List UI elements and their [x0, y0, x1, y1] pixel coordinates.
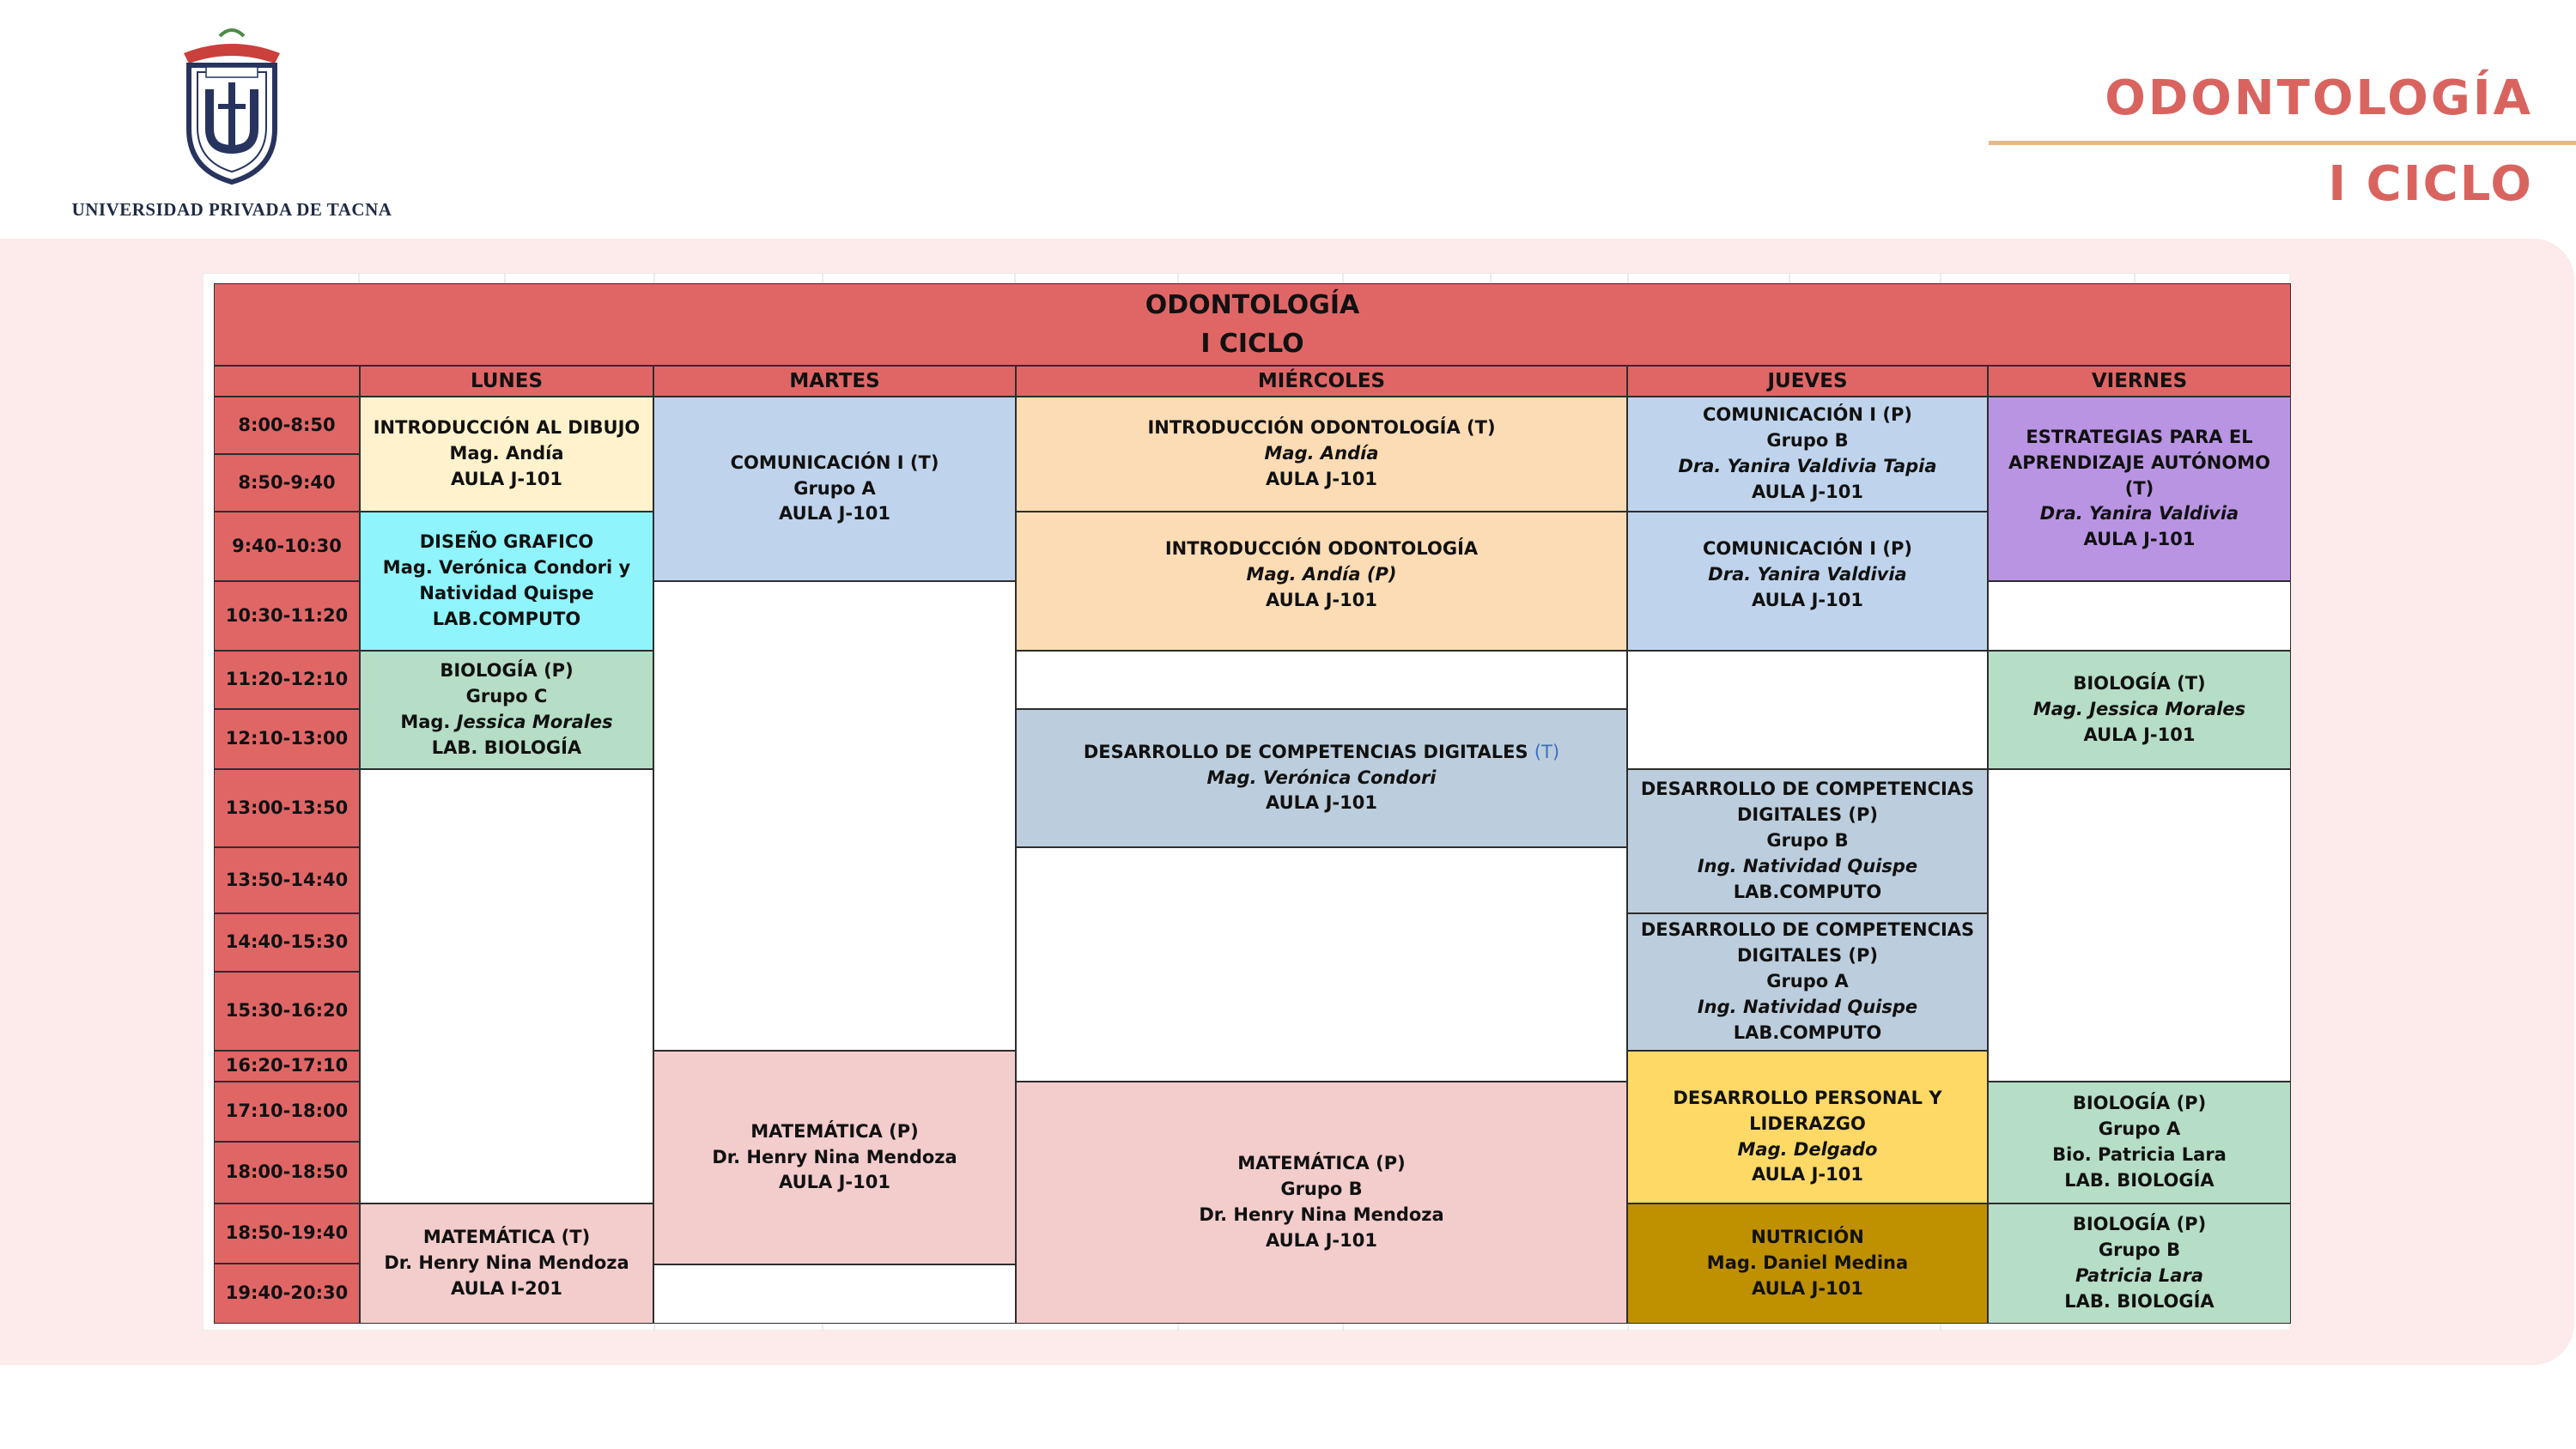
time-slot: 10:30-11:20 — [214, 581, 360, 651]
empty-slot — [653, 581, 1016, 1051]
time-slot: 11:20-12:10 — [214, 651, 360, 709]
time-slot: 13:50-14:40 — [214, 847, 360, 913]
class-block-comunicacion-t[interactable]: COMUNICACIÓN I (T) Grupo A AULA J-101 — [653, 397, 1016, 581]
header-cycle: I CICLO — [2328, 156, 2533, 212]
class-block-competencias-digitales-p-b[interactable]: DESARROLLO DE COMPETENCIAS DIGITALES (P)… — [1627, 769, 1988, 913]
time-slot: 18:50-19:40 — [214, 1203, 360, 1264]
class-block-nutricion[interactable]: NUTRICIÓN Mag. Daniel Medina AULA J-101 — [1627, 1203, 1988, 1324]
day-header-viernes: VIERNES — [1988, 366, 2291, 397]
time-slot: 13:00-13:50 — [214, 769, 360, 847]
time-slot: 9:40-10:30 — [214, 512, 360, 581]
class-block-competencias-digitales-p-a[interactable]: DESARROLLO DE COMPETENCIAS DIGITALES (P)… — [1627, 913, 1988, 1051]
header-title: ODONTOLOGÍA — [2105, 70, 2533, 126]
university-name: UNIVERSIDAD PRIVADA DE TACNA — [71, 199, 392, 220]
class-block-diseno-grafico[interactable]: DISEÑO GRAFICO Mag. Verónica Condori y N… — [360, 512, 653, 651]
time-slot: 18:00-18:50 — [214, 1142, 360, 1203]
day-header-jueves: JUEVES — [1627, 366, 1988, 397]
class-block-biologia-p-b[interactable]: BIOLOGÍA (P) Grupo B Patricia Lara LAB. … — [1988, 1203, 2291, 1324]
class-block-competencias-digitales-t[interactable]: DESARROLLO DE COMPETENCIAS DIGITALES (T)… — [1016, 709, 1627, 847]
header-divider — [1989, 141, 2576, 145]
class-block-biologia-c[interactable]: BIOLOGÍA (P) Grupo C Mag. Jessica Morale… — [360, 651, 653, 769]
class-block-introduccion-dibujo[interactable]: INTRODUCCIÓN AL DIBUJO Mag. Andía AULA J… — [360, 397, 653, 512]
class-block-matematica-p-b[interactable]: MATEMÁTICA (P) Grupo B Dr. Henry Nina Me… — [1016, 1082, 1627, 1324]
class-block-biologia-p-a[interactable]: BIOLOGÍA (P) Grupo A Bio. Patricia Lara … — [1988, 1082, 2291, 1203]
crest-icon — [184, 28, 280, 185]
empty-slot — [1016, 847, 1627, 1082]
time-slot: 8:00-8:50 — [214, 397, 360, 454]
time-slot: 16:20-17:10 — [214, 1051, 360, 1082]
class-block-comunicacion-p[interactable]: COMUNICACIÓN I (P) Dra. Yanira Valdivia … — [1627, 512, 1988, 651]
time-slot: 19:40-20:30 — [214, 1264, 360, 1324]
class-block-comunicacion-p-b[interactable]: COMUNICACIÓN I (P) Grupo B Dra. Yanira V… — [1627, 397, 1988, 512]
schedule-title-text: ODONTOLOGÍA — [1145, 290, 1360, 320]
schedule-cycle-text: I CICLO — [1200, 329, 1304, 359]
class-block-introduccion-odontologia-p[interactable]: INTRODUCCIÓN ODONTOLOGÍA Mag. Andía (P) … — [1016, 512, 1627, 651]
empty-slot — [360, 769, 653, 1203]
day-header-lunes: LUNES — [360, 366, 653, 397]
university-logo: UNIVERSIDAD PRIVADA DE TACNA — [52, 17, 412, 223]
sheet-gridlines — [203, 273, 2289, 1331]
class-block-biologia-t[interactable]: BIOLOGÍA (T) Mag. Jessica Morales AULA J… — [1988, 651, 2291, 769]
empty-slot — [1988, 581, 2291, 651]
day-header-martes: MARTES — [653, 366, 1016, 397]
time-slot: 8:50-9:40 — [214, 454, 360, 512]
schedule-title: ODONTOLOGÍA I CICLO — [214, 283, 2291, 366]
empty-slot — [653, 1264, 1016, 1324]
class-block-matematica-p[interactable]: MATEMÁTICA (P) Dr. Henry Nina Mendoza AU… — [653, 1051, 1016, 1264]
corner-cell — [214, 366, 360, 397]
class-block-matematica-t[interactable]: MATEMÁTICA (T) Dr. Henry Nina Mendoza AU… — [360, 1203, 653, 1324]
day-header-miercoles: MIÉRCOLES — [1016, 366, 1627, 397]
class-block-estrategias-aprendizaje[interactable]: ESTRATEGIAS PARA EL APRENDIZAJE AUTÓNOMO… — [1988, 397, 2291, 581]
time-slot: 17:10-18:00 — [214, 1082, 360, 1142]
time-slot: 12:10-13:00 — [214, 709, 360, 769]
empty-slot — [1988, 769, 2291, 1082]
empty-slot — [1627, 651, 1988, 769]
time-slot: 15:30-16:20 — [214, 972, 360, 1051]
empty-slot — [1016, 651, 1627, 709]
class-block-introduccion-odontologia-t[interactable]: INTRODUCCIÓN ODONTOLOGÍA (T) Mag. Andía … — [1016, 397, 1627, 512]
class-block-desarrollo-personal[interactable]: DESARROLLO PERSONAL Y LIDERAZGO Mag. Del… — [1627, 1051, 1988, 1203]
time-slot: 14:40-15:30 — [214, 913, 360, 972]
